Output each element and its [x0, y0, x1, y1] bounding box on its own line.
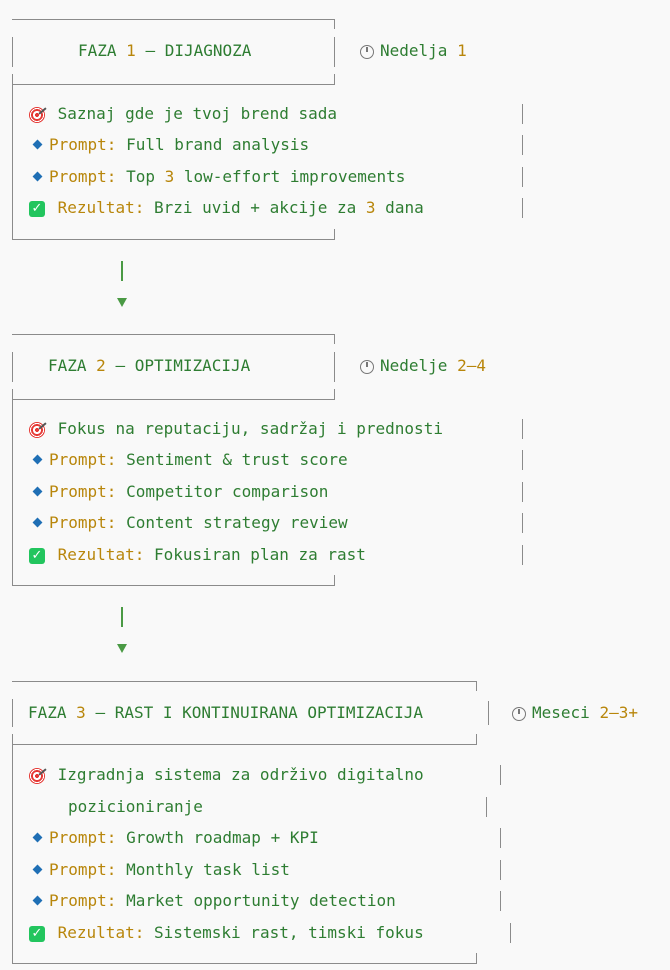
diamond-icon [32, 171, 43, 182]
stopwatch-icon [360, 44, 374, 59]
stopwatch-icon [360, 359, 374, 374]
phase-2-prompt-3: Prompt: Content strategy review [28, 511, 348, 535]
phase-2-goal: Fokus na reputaciju, sadržaj i prednosti [28, 417, 443, 441]
target-icon [29, 767, 45, 784]
phase-3-goal: Izgradnja sistema za održivo digitalno [28, 763, 424, 787]
phase-1-result: ✓ Rezultat: Brzi uvid + akcije za 3 dana [28, 196, 424, 220]
phase-1-goal: Saznaj gde je tvoj brend sada [28, 102, 337, 126]
diamond-icon [32, 454, 43, 465]
phase-3-result: ✓ Rezultat: Sistemski rast, timski fokus [28, 921, 424, 945]
phase-3-title: FAZA 3 – RAST I KONTINUIRANA OPTIMIZACIJ… [28, 703, 423, 722]
diamond-icon [32, 139, 43, 150]
phase-2-prompt-1: Prompt: Sentiment & trust score [28, 448, 348, 472]
phase-2-timing: Nedelje 2–4 [360, 354, 486, 378]
phase-1-timing: Nedelja 1 [360, 39, 467, 63]
phase-3-timing: Meseci 2–3+ [512, 701, 638, 725]
check-icon: ✓ [29, 925, 45, 942]
diamond-icon [32, 895, 43, 906]
diamond-icon [32, 517, 43, 528]
phase-1-prompt-2: Prompt: Top 3 low-effort improvements [28, 165, 405, 189]
phase-3-prompt-2: Prompt: Monthly task list [28, 858, 290, 882]
diamond-icon [32, 486, 43, 497]
phase-1-prompt-1: Prompt: Full brand analysis [28, 133, 309, 157]
phase-2-result: ✓ Rezultat: Fokusiran plan za rast [28, 543, 366, 567]
phase-3-prompt-1: Prompt: Growth roadmap + KPI [28, 826, 319, 850]
phase-3-prompt-3: Prompt: Market opportunity detection [28, 889, 396, 913]
diamond-icon [32, 864, 43, 875]
diamond-icon [32, 832, 43, 843]
phase-3-goal-continued: pozicioniranje [68, 797, 203, 816]
stopwatch-icon [512, 706, 526, 721]
phase-2-prompt-2: Prompt: Competitor comparison [28, 480, 328, 504]
check-icon: ✓ [29, 200, 45, 217]
phase-2-title: FAZA 2 – OPTIMIZACIJA [48, 356, 251, 375]
target-icon [29, 106, 45, 123]
target-icon [29, 421, 45, 438]
phase-1-title: FAZA 1 – DIJAGNOZA [78, 41, 252, 60]
check-icon: ✓ [29, 547, 45, 564]
